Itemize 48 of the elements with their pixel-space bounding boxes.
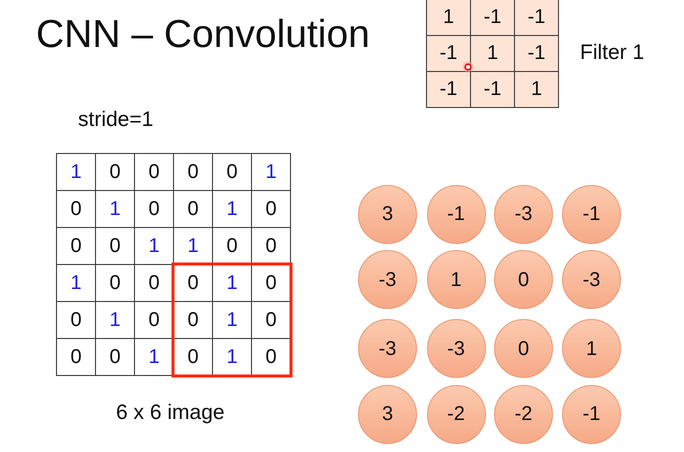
- output-circle: [358, 184, 417, 244]
- output-value: -2: [446, 404, 466, 424]
- slide-title: CNN – Convolution: [36, 12, 370, 58]
- output-value: -1: [582, 404, 602, 424]
- pixel-cell: 1: [251, 153, 291, 191]
- filter-cell: -1: [426, 71, 471, 108]
- pixel-cell: 1: [56, 153, 96, 191]
- filter-cell: -1: [514, 0, 559, 36]
- filter-cell: 1: [514, 71, 559, 108]
- output-circle: [562, 319, 621, 378]
- output-value: -2: [514, 404, 534, 424]
- output-value: 3: [380, 404, 394, 424]
- output-circle: [426, 250, 486, 309]
- filter-cell: -1: [470, 0, 515, 36]
- filter-cell: -1: [514, 35, 559, 72]
- output-circle: [358, 250, 417, 309]
- output-value: 0: [516, 270, 530, 290]
- output-circle: [358, 319, 417, 378]
- output-circle: [426, 319, 486, 378]
- output-value: -1: [446, 204, 466, 224]
- output-value: -3: [378, 270, 398, 290]
- output-value: 0: [516, 338, 530, 358]
- output-circle: [426, 184, 486, 244]
- filter-caption: Filter 1: [580, 40, 644, 66]
- output-circle: [562, 384, 621, 444]
- output-value: -3: [582, 270, 602, 290]
- pixel-cell: 0: [56, 338, 96, 376]
- image-caption: 6 x 6 image: [116, 400, 225, 426]
- output-value: 1: [449, 270, 463, 290]
- filter-cell: -1: [470, 71, 515, 108]
- output-circle: [494, 384, 553, 444]
- output-value: 1: [584, 338, 598, 358]
- output-value: -3: [514, 204, 534, 224]
- stride-label: stride=1: [78, 107, 154, 132]
- output-circle: [494, 250, 553, 309]
- output-circle: [494, 184, 553, 244]
- output-circle: [494, 319, 553, 378]
- filter-cell: -1: [426, 35, 471, 72]
- output-value: 3: [380, 204, 394, 224]
- output-circle: [358, 384, 417, 444]
- output-value: -3: [378, 338, 398, 358]
- filter-cell: 1: [470, 35, 515, 72]
- output-value: -1: [582, 204, 602, 224]
- filter-cell: 1: [426, 0, 471, 36]
- output-circle: [562, 184, 621, 244]
- output-circle: [562, 250, 621, 309]
- output-circle: [426, 384, 486, 444]
- output-value: -3: [446, 338, 466, 358]
